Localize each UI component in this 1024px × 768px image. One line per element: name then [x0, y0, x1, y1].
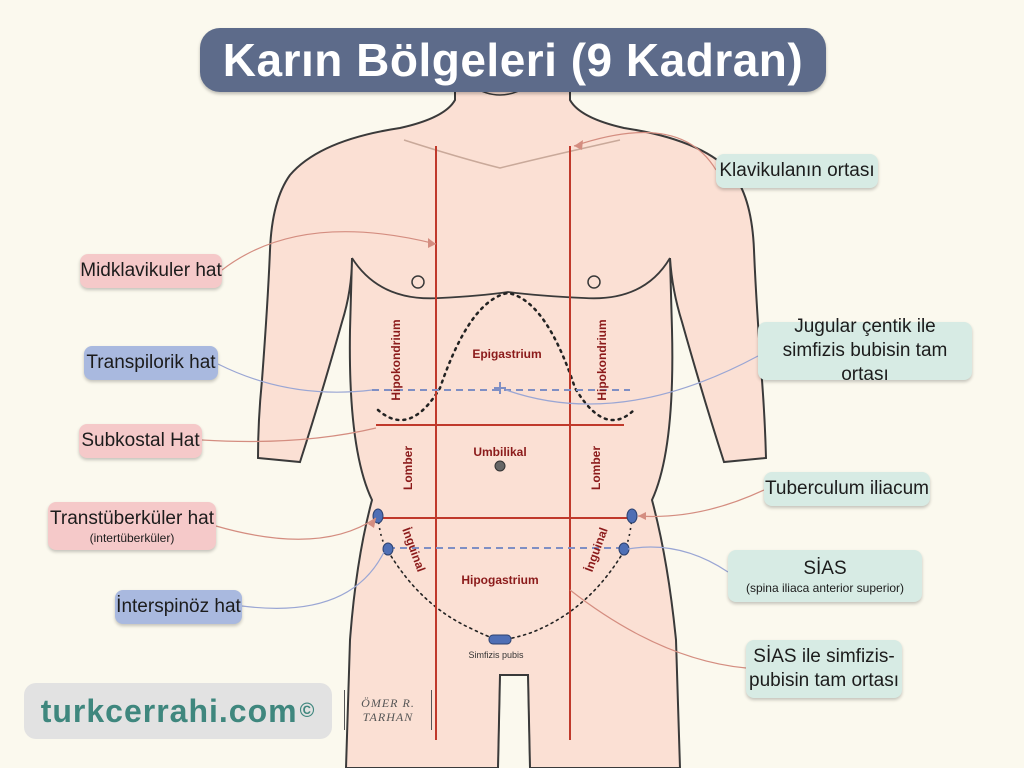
leader-midklavikuler-arrow [428, 238, 436, 248]
leader-jugular [505, 355, 759, 405]
callout-midklavikuler-hat: Midklavikuler hat [80, 254, 222, 288]
leader-interspinoz [241, 551, 385, 609]
leader-klavikula-arrow [574, 140, 583, 150]
leader-sias-simfizis [569, 589, 747, 669]
callout-jugular-line2: simfizis bubisin tam ortası [782, 340, 948, 385]
region-hipokondrium-left: Hipokondrium [595, 319, 609, 400]
leader-transpilorik [217, 363, 373, 393]
chest-contour [351, 257, 671, 300]
region-epigastrium: Epigastrium [472, 347, 541, 361]
callout-interspinoz-hat: İnterspinöz hat [115, 590, 242, 624]
leader-klavikula [573, 131, 717, 171]
leader-tuberculum-arrow [638, 512, 646, 520]
callout-sias-subtext: (spina iliaca anterior superior) [745, 580, 905, 595]
leader-sias [627, 546, 729, 573]
region-hipokondrium-right: Hipokondrium [389, 319, 403, 400]
callout-interspinoz-text: İnterspinöz hat [116, 596, 241, 618]
callout-transtuberkuler-subtext: (intertüberküler) [89, 530, 175, 545]
callout-sias-simfizis-line1: SİAS ile simfizis- [753, 646, 895, 668]
leader-subkostal [201, 427, 377, 443]
callout-jugular-centik: Jugular çentik ile simfizis bubisin tam … [758, 316, 972, 385]
watermark-text: turkcerrahi.com [40, 692, 298, 729]
right-nipple [411, 275, 425, 289]
callout-midklavikuler-text: Midklavikuler hat [80, 260, 222, 282]
sias-marker-right [382, 542, 394, 556]
sias-marker-left [618, 542, 630, 556]
leader-tuberculum [637, 489, 765, 518]
left-nipple [587, 275, 601, 289]
page-title: Karın Bölgeleri (9 Kadran) [200, 28, 826, 92]
copyright-symbol: © [299, 699, 316, 722]
region-lomber-left: Lomber [589, 446, 603, 490]
region-umbilikal: Umbilikal [473, 445, 526, 459]
symphysis-marker [488, 634, 512, 645]
callout-tuberculum-text: Tuberculum iliacum [764, 478, 929, 500]
site-watermark: turkcerrahi.com© [24, 683, 332, 739]
region-hipogastrium: Hipogastrium [461, 573, 538, 587]
leader-midklavikuler [221, 231, 437, 271]
callout-transtuberkuler-text: Transtüberküler hat [49, 507, 215, 529]
callout-sias-simfizis: SİAS ile simfizis- pubisin tam ortası [746, 640, 902, 698]
callout-tuberculum-iliacum: Tuberculum iliacum [764, 472, 930, 506]
costal-margin-line [376, 291, 636, 422]
callout-transpilorik-hat: Transpilorik hat [84, 346, 218, 380]
callout-subkostal-text: Subkostal Hat [81, 430, 200, 452]
callout-sias-text: SİAS [803, 557, 847, 579]
umbilicus-marker [494, 460, 506, 472]
callout-jugular-line1: Jugular çentik ile [794, 316, 936, 338]
callout-klavikula-text: Klavikulanın ortası [719, 160, 875, 182]
tuberculum-marker-left [626, 508, 638, 524]
clavicle-contour [403, 139, 621, 169]
callout-subkostal-hat: Subkostal Hat [79, 424, 202, 458]
callout-sias: SİAS (spina iliaca anterior superior) [728, 550, 922, 602]
torso-silhouette [256, 85, 768, 768]
callout-transpilorik-text: Transpilorik hat [86, 352, 216, 374]
author-signature: ÖMER R. TARHAN [344, 690, 432, 730]
crotch-outline [497, 674, 531, 768]
inguinal-line-right [387, 550, 499, 641]
leader-transtuberkuler-arrow [368, 518, 376, 528]
region-lomber-right: Lomber [401, 446, 415, 490]
callout-transtuberkuler-hat: Transtüberküler hat (intertüberküler) [48, 502, 216, 550]
inguinal-line-left [501, 550, 625, 641]
leader-transtuberkuler [215, 517, 377, 540]
signature-line2: TARHAN [362, 710, 414, 724]
callout-klavikula-ortasi: Klavikulanın ortası [716, 154, 878, 188]
callout-sias-simfizis-line2: pubisin tam ortası [749, 670, 899, 691]
label-simfizis-pubis: Simfizis pubis [468, 650, 524, 660]
signature-line1: ÖMER R. [361, 695, 415, 710]
